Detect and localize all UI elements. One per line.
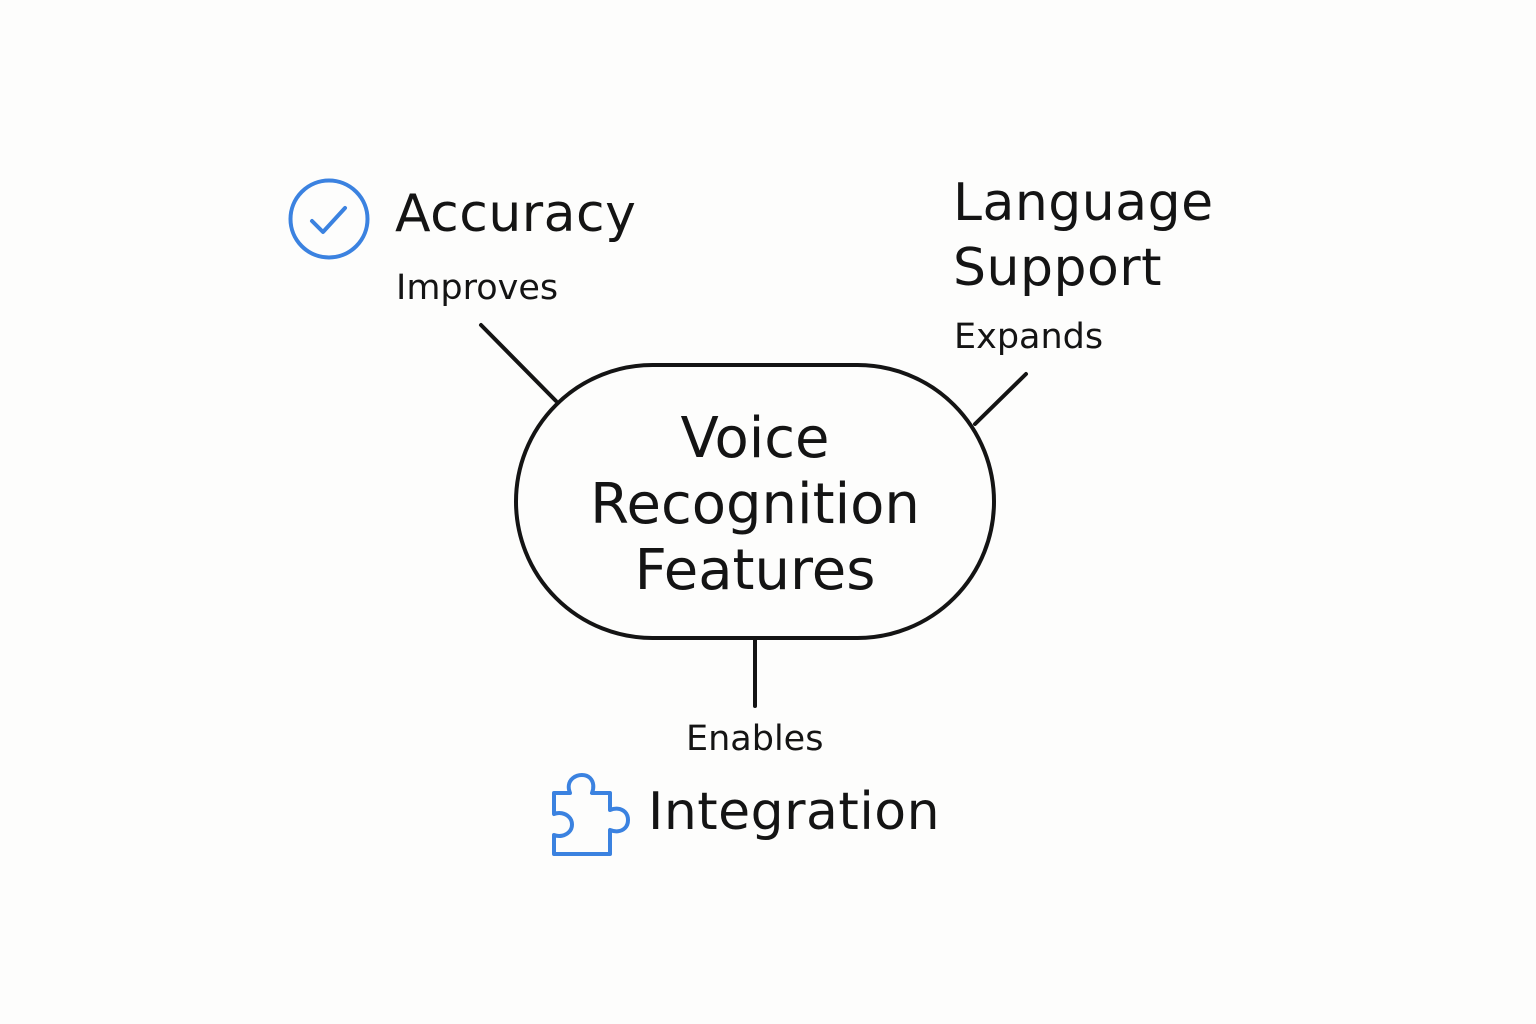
language-support-title-line-2: Support	[953, 238, 1163, 298]
check-circle-icon	[288, 178, 370, 260]
language-support-edge-label: Expands	[954, 317, 1104, 357]
center-node-label: Voice Recognition Features	[516, 406, 994, 604]
accuracy-edge-label: Improves	[396, 268, 559, 308]
accuracy-title: Accuracy	[395, 184, 637, 244]
integration-edge-label: Enables	[686, 719, 824, 759]
connector-language-support	[973, 372, 1028, 426]
integration-title: Integration	[648, 782, 941, 842]
center-line-1: Voice	[680, 406, 830, 471]
puzzle-piece-icon	[552, 773, 630, 856]
language-support-title-line-1: Language	[953, 173, 1214, 233]
center-line-2: Recognition	[590, 472, 920, 537]
connector-accuracy	[479, 323, 558, 403]
center-line-3: Features	[634, 538, 876, 603]
